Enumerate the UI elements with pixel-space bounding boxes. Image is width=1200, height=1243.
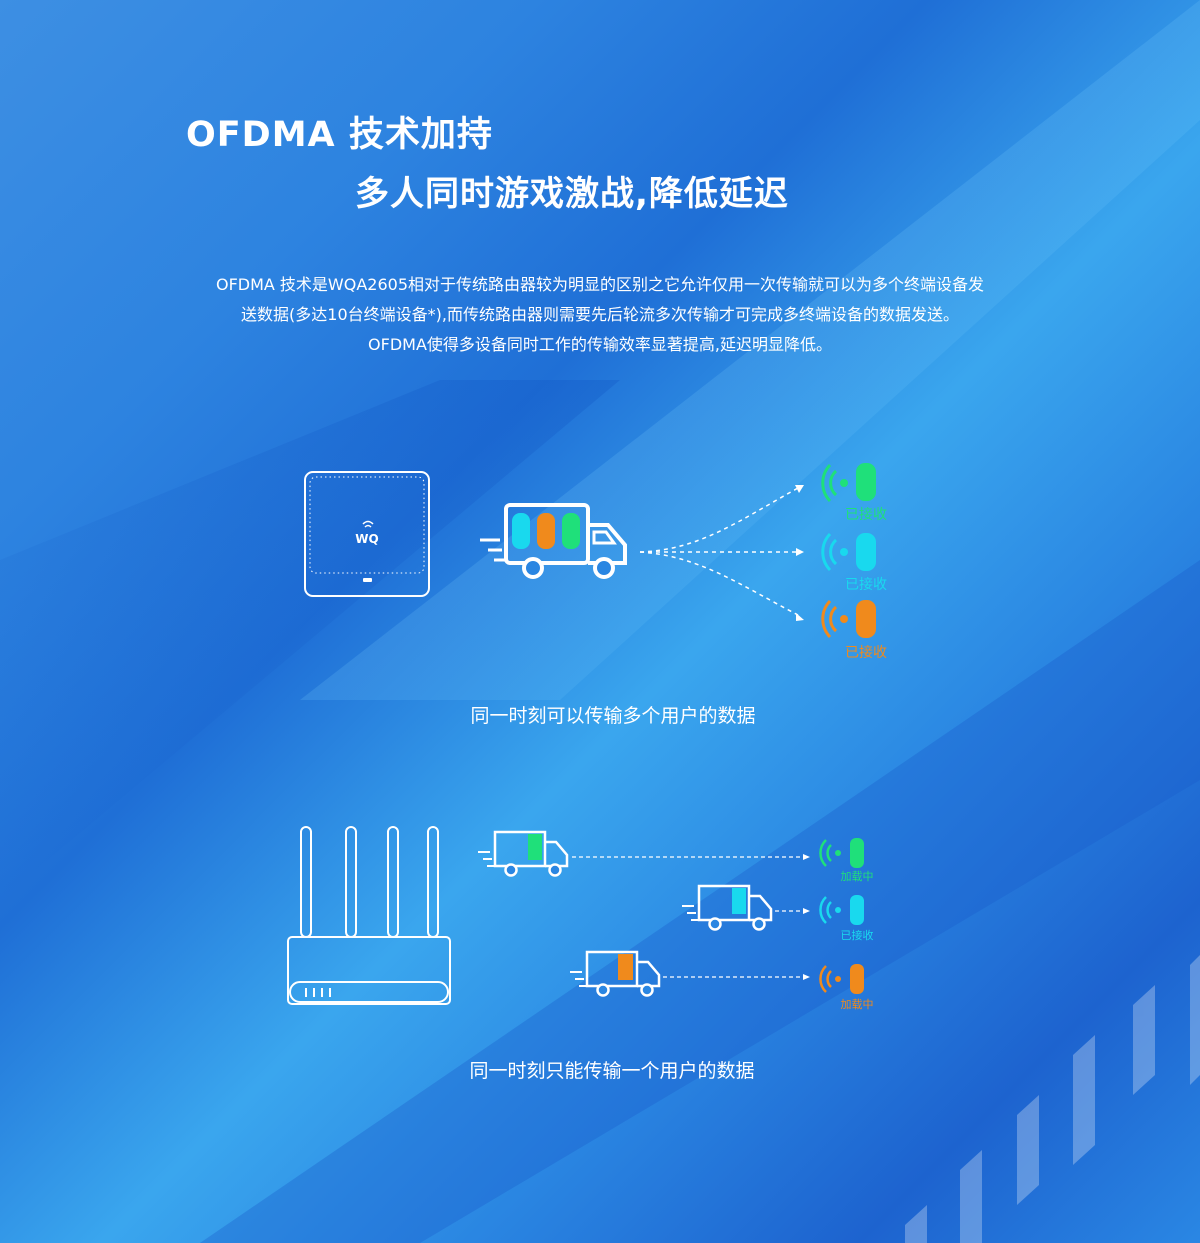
traditional-caption: 同一时刻只能传输一个用户的数据 — [469, 1060, 755, 1082]
ofdma-arrows — [639, 487, 799, 616]
router-logo: WQ — [355, 532, 378, 546]
ofdma-device-1-status: 已接收 — [845, 506, 887, 523]
traditional-diagram: 加载中 已接收 加载中 — [287, 826, 874, 1011]
description-line2: 送数据(多达10台终端设备*),而传统路由器则需要先后轮流多次传输才可完成多终端… — [241, 305, 959, 324]
description-line3: OFDMA使得多设备同时工作的传输效率显著提高,延迟明显降低。 — [368, 335, 832, 354]
ofdma-diagram: WQ — [304, 463, 887, 661]
ofdma-device-3-status: 已接收 — [845, 644, 887, 661]
description-line1: OFDMA 技术是WQA2605相对于传统路由器较为明显的区别之它允许仅用一次传… — [215, 275, 985, 294]
traditional-truck-1-icon — [478, 830, 569, 877]
ofdma-device-3: 已接收 — [821, 599, 887, 661]
ofdma-device-2-status: 已接收 — [845, 576, 887, 593]
title-line2: 多人同时游戏激战,降低延迟 — [355, 174, 789, 214]
traditional-device-1-status: 加载中 — [841, 870, 874, 883]
traditional-device-2-status: 已接收 — [841, 928, 874, 942]
traditional-device-2: 已接收 — [819, 895, 874, 942]
traditional-truck-2-icon — [682, 884, 773, 931]
ofdma-truck-icon — [480, 503, 627, 579]
title-line1: OFDMA 技术加持 — [186, 115, 493, 155]
traditional-truck-3-icon — [570, 950, 661, 997]
traditional-device-1: 加载中 — [819, 838, 874, 883]
ofdma-caption: 同一时刻可以传输多个用户的数据 — [470, 705, 756, 727]
traditional-device-3: 加载中 — [819, 964, 874, 1011]
ofdma-router-icon: WQ — [304, 471, 430, 597]
ofdma-device-1: 已接收 — [821, 463, 887, 523]
traditional-device-3-status: 加载中 — [841, 998, 874, 1011]
ofdma-device-2: 已接收 — [821, 532, 887, 593]
traditional-arrows — [572, 856, 804, 978]
description: OFDMA 技术是WQA2605相对于传统路由器较为明显的区别之它允许仅用一次传… — [140, 270, 1060, 360]
traditional-router-icon — [287, 826, 451, 1005]
